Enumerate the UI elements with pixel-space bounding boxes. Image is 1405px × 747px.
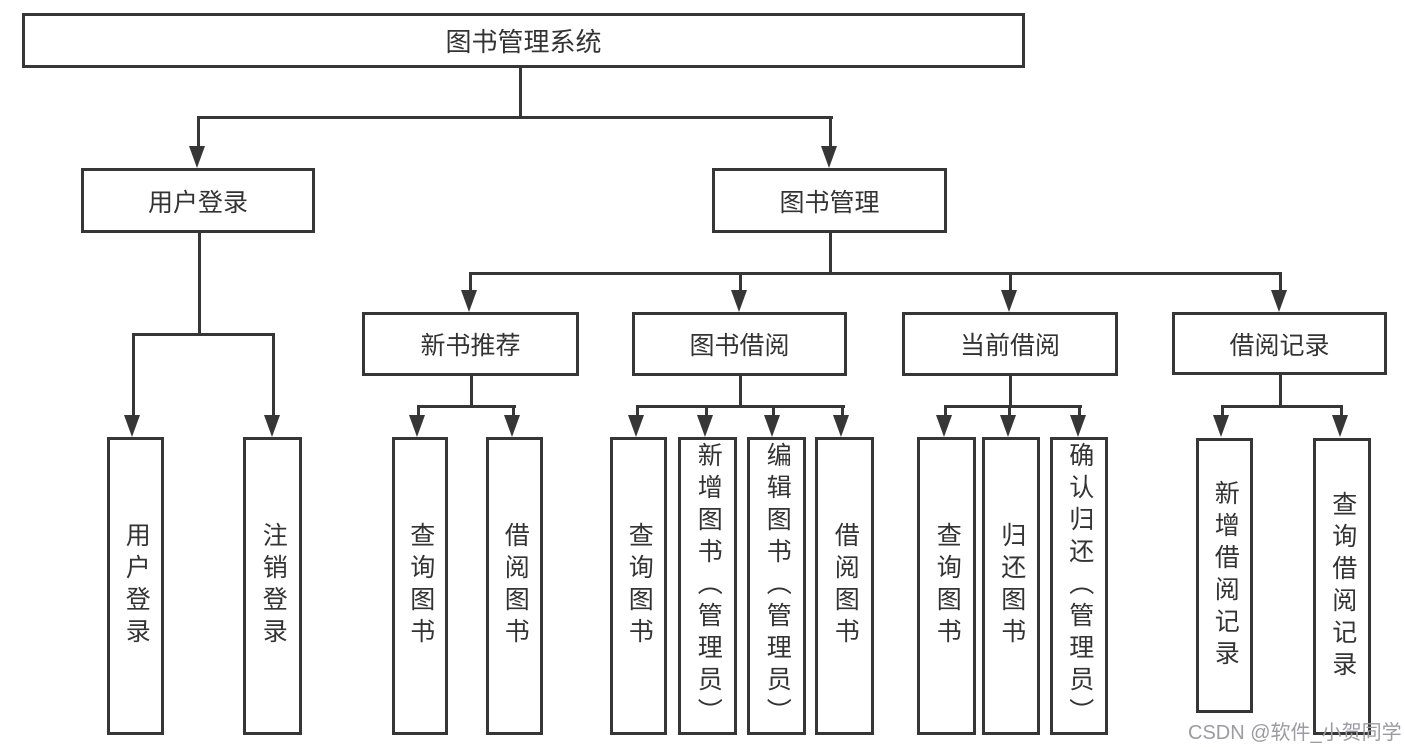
connector-line: [1008, 405, 1011, 417]
leaf-user-login: 用户登录: [107, 437, 164, 735]
leaf-query-book-recommend: 查询图书: [392, 437, 448, 735]
leaf-query-book-current-label: 查询图书: [933, 522, 962, 650]
connector-line: [1279, 272, 1282, 292]
node-borrow-record-label: 借阅记录: [1229, 331, 1330, 360]
arrow-down-icon: [936, 415, 952, 437]
node-user-login-label: 用户登录: [147, 188, 248, 217]
connector-line: [1340, 405, 1343, 417]
arrow-down-icon: [504, 415, 520, 437]
node-book-borrow: 图书借阅: [632, 312, 847, 376]
connector-line: [944, 405, 1082, 408]
arrow-down-icon: [461, 290, 477, 312]
leaf-borrow-book-recommend-label: 借阅图书: [501, 522, 530, 650]
connector-line: [1009, 272, 1012, 292]
leaf-add-borrow-record-label: 新增借阅记录: [1211, 479, 1240, 672]
connector-line: [739, 376, 742, 408]
leaf-logout: 注销登录: [243, 437, 302, 735]
connector-line: [469, 272, 1282, 275]
arrow-down-icon: [821, 146, 837, 168]
leaf-edit-book-admin: 编辑图书（管理员）: [747, 437, 806, 735]
connector-line: [469, 272, 472, 292]
connector-line: [1221, 405, 1343, 408]
arrow-down-icon: [1001, 290, 1017, 312]
arrow-down-icon: [697, 415, 713, 437]
leaf-query-book-borrow-label: 查询图书: [625, 522, 654, 650]
leaf-query-borrow-record-label: 查询借阅记录: [1328, 490, 1357, 683]
connector-line: [739, 272, 742, 292]
leaf-edit-book-admin-label: 编辑图书（管理员）: [763, 442, 792, 730]
arrow-down-icon: [1000, 415, 1016, 437]
connector-line: [132, 333, 275, 336]
connector-line: [636, 405, 845, 408]
node-book-borrow-label: 图书借阅: [689, 332, 790, 360]
connector-line: [198, 233, 201, 335]
arrow-down-icon: [1332, 415, 1348, 437]
connector-line: [197, 116, 200, 150]
leaf-query-book-current: 查询图书: [917, 437, 976, 735]
connector-line: [636, 405, 639, 417]
leaf-return-book: 归还图书: [982, 437, 1040, 735]
connector-line: [519, 68, 522, 118]
connector-line: [829, 116, 832, 150]
arrow-down-icon: [628, 415, 644, 437]
connector-line: [1221, 405, 1224, 417]
leaf-borrow-book-label: 借阅图书: [831, 522, 860, 650]
node-book-management-label: 图书管理: [779, 188, 880, 217]
arrow-down-icon: [1271, 290, 1287, 312]
leaf-add-borrow-record: 新增借阅记录: [1196, 438, 1253, 713]
node-borrow-record: 借阅记录: [1172, 312, 1387, 375]
leaf-confirm-return-admin: 确认归还（管理员）: [1050, 437, 1108, 735]
arrow-down-icon: [1070, 415, 1086, 437]
connector-line: [841, 405, 844, 417]
connector-line: [417, 405, 420, 417]
leaf-logout-label: 注销登录: [259, 522, 288, 650]
arrow-down-icon: [1213, 415, 1229, 437]
node-root-label: 图书管理系统: [445, 27, 602, 57]
connector-line: [772, 405, 775, 417]
arrow-down-icon: [124, 415, 140, 437]
leaf-query-borrow-record: 查询借阅记录: [1313, 438, 1371, 735]
arrow-down-icon: [409, 415, 425, 437]
connector-line: [132, 333, 135, 417]
connector-line: [470, 376, 473, 408]
arrow-down-icon: [189, 146, 205, 168]
connector-line: [417, 405, 516, 408]
node-book-management: 图书管理: [712, 168, 947, 233]
arrow-down-icon: [833, 415, 849, 437]
connector-line: [1279, 375, 1282, 408]
node-new-book-recommend-label: 新书推荐: [420, 332, 521, 360]
leaf-borrow-book-recommend: 借阅图书: [486, 437, 543, 735]
arrow-down-icon: [764, 415, 780, 437]
leaf-query-book-borrow: 查询图书: [610, 437, 667, 735]
leaf-return-book-label: 归还图书: [997, 522, 1026, 650]
watermark: CSDN @软件_小贺同学: [1188, 722, 1402, 744]
connector-line: [944, 405, 947, 417]
arrow-down-icon: [731, 290, 747, 312]
node-root: 图书管理系统: [22, 13, 1025, 68]
leaf-query-book-recommend-label: 查询图书: [406, 522, 435, 650]
node-current-borrow: 当前借阅: [902, 312, 1118, 376]
node-current-borrow-label: 当前借阅: [959, 332, 1060, 360]
arrow-down-icon: [264, 415, 280, 437]
leaf-add-book-admin-label: 新增图书（管理员）: [694, 442, 723, 730]
leaf-borrow-book: 借阅图书: [815, 437, 874, 735]
node-new-book-recommend: 新书推荐: [362, 312, 579, 376]
connector-line: [512, 405, 515, 417]
connector-line: [1078, 405, 1081, 417]
leaf-add-book-admin: 新增图书（管理员）: [678, 437, 737, 735]
connector-line: [829, 233, 832, 274]
node-user-login: 用户登录: [81, 168, 315, 233]
connector-line: [705, 405, 708, 417]
connector-line: [197, 116, 833, 119]
connector-line: [1009, 376, 1012, 408]
leaf-user-login-label: 用户登录: [122, 522, 151, 650]
leaf-confirm-return-admin-label: 确认归还（管理员）: [1065, 442, 1094, 730]
connector-line: [272, 333, 275, 417]
